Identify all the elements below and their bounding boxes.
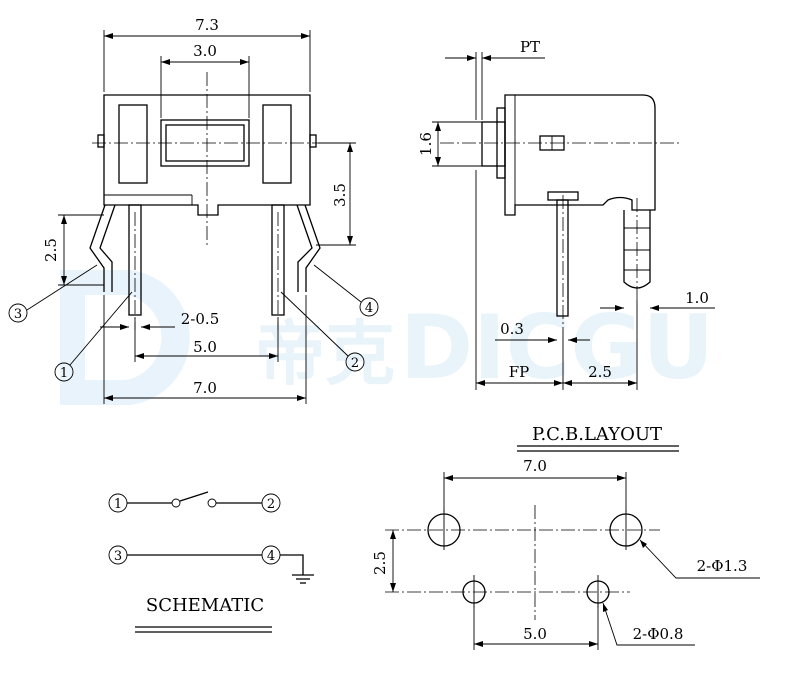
- dim-height: 3.5: [331, 183, 349, 207]
- arrow-heads: [467, 55, 491, 61]
- arrow-heads: [476, 380, 563, 386]
- arrow-heads: [548, 337, 577, 343]
- dim-actuator-height: 1.6: [417, 132, 435, 156]
- arrow-heads: [615, 305, 659, 311]
- dim-lead-span: 7.0: [193, 379, 217, 397]
- front-view: 7.3 3.0 3.5 2.5 2-0.5 5.0: [8, 16, 379, 404]
- callout-pin-1: 1: [60, 366, 68, 381]
- watermark-logo-icon: [60, 270, 190, 405]
- schematic-pin-3: 3: [114, 549, 122, 564]
- callout-pin-4: 4: [365, 301, 373, 316]
- schematic-terminal-2: [261, 493, 281, 513]
- schematic-pin-4: 4: [267, 549, 275, 564]
- dim-fp: FP: [509, 363, 530, 381]
- schematic-pin-1: 1: [114, 497, 122, 512]
- side-body-outline: [504, 94, 656, 216]
- side-view: PT 1.6 1.0 0.3 FP 2.5: [417, 38, 715, 390]
- dim-lead-width: 1.0: [685, 289, 709, 307]
- dim-pin-pitch: 5.0: [193, 338, 217, 356]
- switch-contact: [207, 498, 217, 508]
- dim-row-spacing: 2.5: [371, 551, 389, 575]
- pcb-layout: P.C.B.LAYOUT 7.0 2.5 5.0: [371, 424, 760, 650]
- left-window: [118, 104, 148, 184]
- dim-actuator-width: 3.0: [193, 42, 217, 60]
- schematic-title: SCHEMATIC: [146, 595, 264, 616]
- schematic: 1 2 3 4 SCHEMATIC: [108, 491, 314, 633]
- ground-icon: [292, 574, 314, 584]
- callout-leader-1: [69, 291, 133, 366]
- pin-1-body: [128, 204, 142, 316]
- pin-2-body: [271, 204, 285, 316]
- arrow-heads: [563, 380, 637, 386]
- dim-pin-thickness: 0.3: [500, 320, 524, 338]
- side-pin: [556, 199, 569, 317]
- dim-pin-width: 2-0.5: [181, 310, 219, 328]
- arrow-heads: [435, 122, 441, 166]
- large-hole-label: 2-Φ1.3: [697, 557, 748, 575]
- small-hole-label: 2-Φ0.8: [633, 625, 684, 643]
- pin-4-lead: [296, 204, 321, 292]
- arrow-heads: [161, 59, 249, 65]
- right-tab: [309, 134, 317, 148]
- dim-offset: 2.5: [588, 363, 612, 381]
- dim-small-pitch: 5.0: [523, 625, 547, 643]
- right-window: [262, 104, 292, 184]
- arrow-heads: [603, 603, 608, 612]
- arrow-heads: [640, 540, 647, 548]
- ground-wire: [280, 554, 304, 575]
- callout-leader-2: [280, 291, 349, 357]
- callout-circle-3: [8, 303, 28, 323]
- dim-pin-height: 2.5: [42, 238, 60, 262]
- callout-leader-3: [26, 264, 98, 311]
- callout-circle-1: [54, 362, 74, 382]
- leader-large-hole: [639, 539, 760, 579]
- pcb-layout-title: P.C.B.LAYOUT: [532, 424, 662, 445]
- pin-3-lead: [89, 204, 116, 292]
- dim-large-pitch: 7.0: [523, 457, 547, 475]
- schematic-pin-2: 2: [267, 497, 275, 512]
- callout-leader-4: [313, 264, 362, 303]
- watermark-cn: 帝克: [255, 313, 395, 395]
- switch-contact: [171, 498, 181, 508]
- callout-circle-2: [345, 352, 365, 372]
- side-actuator: [481, 121, 506, 167]
- switch-lever: [179, 491, 209, 502]
- callout-pin-3: 3: [14, 307, 22, 322]
- dim-pt: PT: [520, 38, 540, 56]
- dim-overall-width: 7.3: [195, 16, 219, 34]
- leader-small-hole: [602, 602, 695, 646]
- watermark: 帝克 DICGU: [60, 270, 714, 405]
- arrow-heads: [120, 324, 150, 330]
- left-tab: [97, 134, 105, 148]
- callout-pin-2: 2: [351, 356, 359, 371]
- callout-circle-4: [359, 297, 379, 317]
